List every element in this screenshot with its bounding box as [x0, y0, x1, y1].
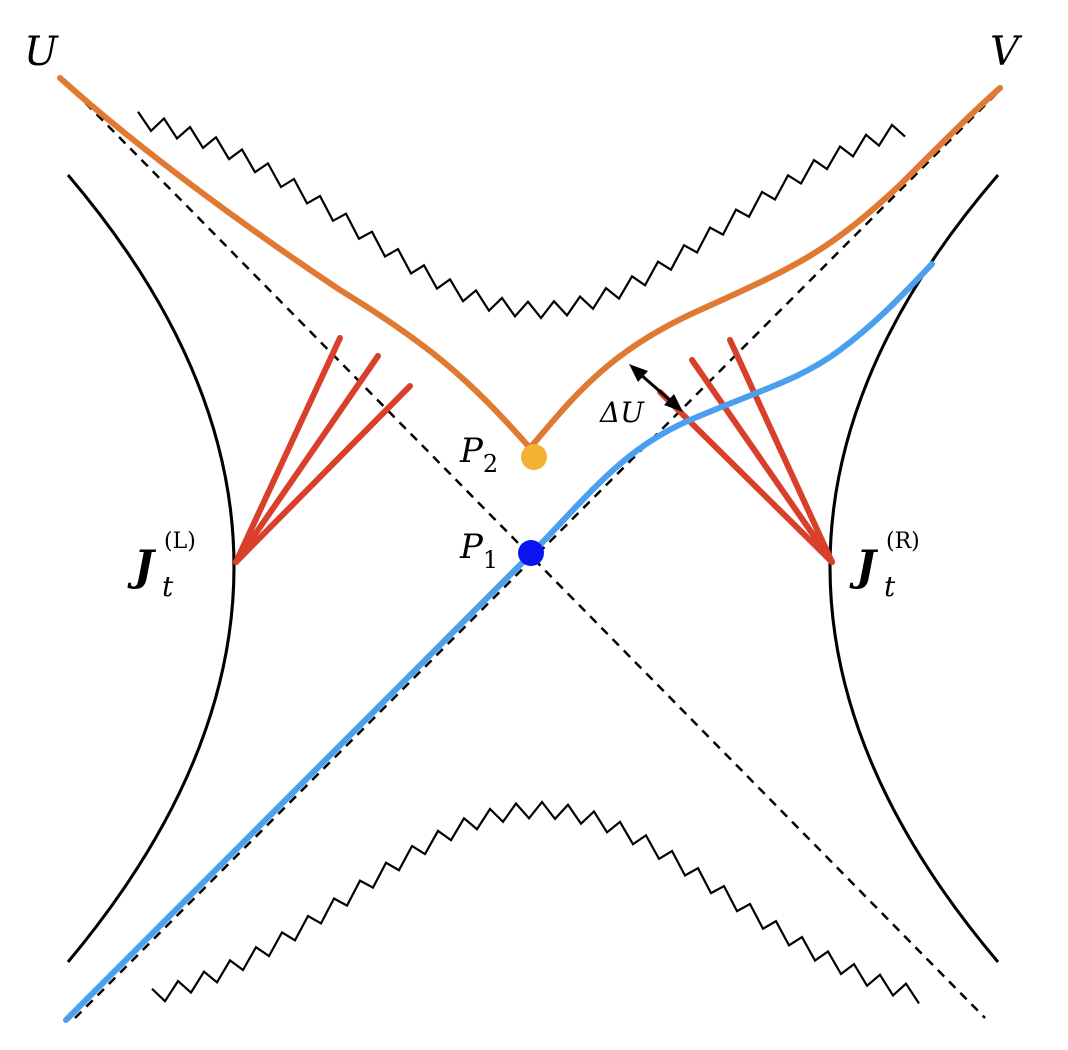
axis-label-v: V	[990, 29, 1023, 75]
left-boundary-label: J (L) t	[127, 529, 196, 603]
horizon-v-dashed-line	[74, 89, 1001, 1019]
right-boundary-label: J (R) t	[849, 529, 920, 603]
axis-label-u: U	[24, 29, 59, 75]
p2-label: P2	[459, 431, 498, 478]
right-red-ray	[689, 357, 835, 565]
svg-text:(R): (R)	[886, 529, 920, 554]
svg-text:J: J	[127, 541, 157, 590]
past-singularity-zigzag	[151, 800, 920, 1005]
svg-text:J: J	[849, 541, 879, 590]
arrow-head-up	[629, 364, 648, 382]
svg-text:t: t	[162, 570, 174, 603]
blue-curve	[63, 261, 935, 1023]
left-boundary-curve	[66, 174, 236, 963]
right-red-ray	[727, 337, 835, 565]
delta-u-label: ΔU	[599, 396, 645, 429]
p2-point	[521, 444, 547, 470]
svg-text:t: t	[884, 570, 896, 603]
delta-u-arrow	[629, 364, 683, 412]
left-red-rays	[233, 335, 413, 565]
left-red-ray	[233, 335, 343, 565]
right-red-ray	[657, 389, 835, 565]
right-boundary-curve	[828, 174, 1000, 963]
orange-curve	[57, 75, 1003, 453]
left-red-ray	[233, 383, 413, 565]
p1-point	[518, 540, 544, 566]
future-singularity-zigzag	[137, 111, 906, 320]
p1-label: P1	[459, 527, 498, 574]
svg-text:(L): (L)	[164, 529, 196, 554]
left-red-ray	[233, 353, 381, 565]
arrow-head-down	[664, 394, 683, 412]
